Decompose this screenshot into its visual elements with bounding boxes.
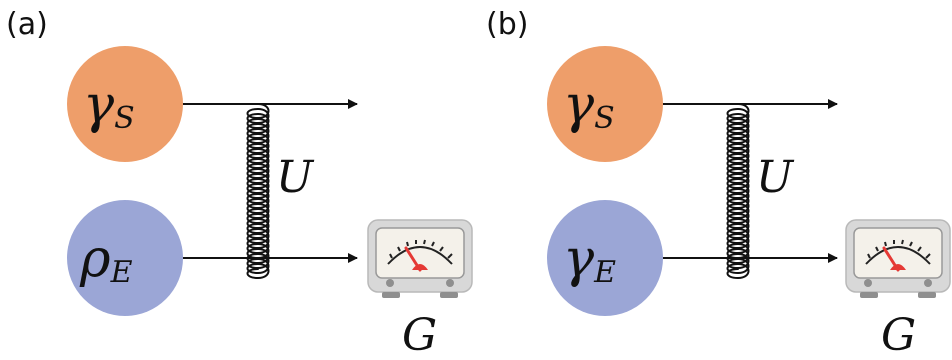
panel-a-environment-symbol: ρE (79, 229, 133, 290)
panel-a-meter-icon (367, 219, 473, 298)
panel-a-coupling-coil (246, 103, 270, 279)
panel-a-environment-node (67, 200, 183, 316)
panel-b: (b) γS γE U (486, 7, 951, 360)
panel-b-label: (b) (486, 7, 528, 42)
panel-a-coupling-label: U (276, 152, 315, 203)
panel-b-system-symbol: γS (563, 75, 615, 136)
panel-b-environment-node (547, 200, 663, 316)
panel-b-coupling-coil (726, 103, 750, 279)
panel-b-system-node (547, 46, 663, 162)
panel-a: (a) γS ρE U (6, 7, 473, 360)
panel-a-meter-label: G (402, 310, 437, 360)
panel-a-system-symbol: γS (83, 75, 135, 136)
panel-b-coupling-label: U (756, 152, 795, 203)
panel-a-system-node (67, 46, 183, 162)
panel-b-meter-label: G (881, 310, 916, 360)
panel-b-environment-symbol: γE (563, 229, 616, 290)
panel-a-label: (a) (6, 7, 48, 42)
panel-b-meter-icon (845, 219, 951, 298)
